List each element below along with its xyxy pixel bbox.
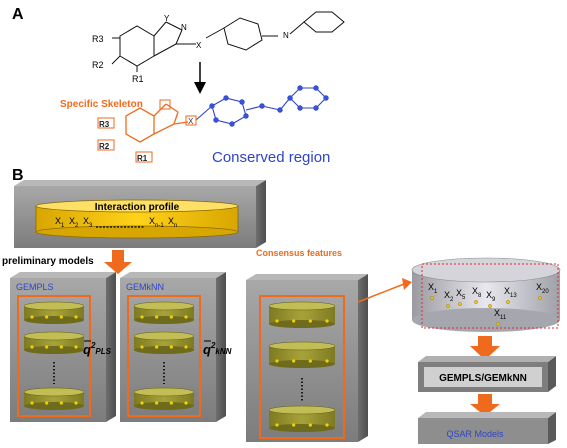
panel-a-label: A (12, 6, 24, 23)
arrow-to-consensus-set (357, 283, 405, 303)
final-model-label: GEMPLS/GEMkNN (439, 373, 527, 384)
qsar-models-label: QSAR Models (446, 429, 504, 439)
down-arrow-qsar (470, 394, 500, 416)
gempls-model-1 (23, 301, 85, 324)
skeleton-structure: X R3 R2 R1 (97, 85, 329, 163)
consensus-feature: X11 (494, 308, 507, 321)
consensus-feature: X8 (472, 286, 482, 299)
gemknn-title: GEMkNN (126, 282, 164, 292)
skeleton-atom-x: X (188, 117, 194, 126)
specific-skeleton-label: Specific Skeleton (60, 99, 143, 110)
consensus-set-cylinder (411, 257, 561, 332)
consensus-feature: X9 (486, 290, 496, 303)
consensus-feature: X2 (444, 290, 454, 303)
preliminary-models-label: preliminary models (2, 256, 94, 267)
svg-text:X1: X1 (55, 216, 65, 229)
atom-y: Y (164, 14, 170, 23)
atom-n: N (181, 23, 187, 32)
gempls-model-2 (23, 331, 85, 354)
consensus-feature-dot (458, 302, 462, 306)
consensus-feature: X5 (456, 288, 466, 301)
final-model-box (418, 356, 556, 392)
interaction-profile-title: Interaction profile (95, 202, 180, 213)
gemknn-model-2 (133, 331, 195, 354)
model-stacks (23, 301, 336, 432)
substituent-r2: R2 (92, 60, 104, 70)
consensus-feature: X1 (428, 282, 438, 295)
consensus-feature: X13 (504, 286, 517, 299)
consensus-feature-dot (496, 322, 500, 326)
qsar-models-box (418, 412, 556, 444)
molecule-structure (111, 11, 345, 72)
consensus-feature-dot (446, 304, 450, 308)
gempls-model-n (23, 387, 85, 410)
svg-text:Xn: Xn (168, 216, 177, 229)
profile-features: X1 X2 X3 Xn-1 Xn (55, 216, 177, 229)
down-arrow-final (470, 336, 500, 360)
consensus-model-1 (268, 301, 336, 328)
skeleton-r3: R3 (99, 120, 110, 129)
gemknn-model-1 (133, 301, 195, 324)
panel-b-label: B (12, 167, 24, 184)
consensus-feature-dot (506, 300, 510, 304)
consensus-feature-dot (430, 296, 434, 300)
consensus-feature-dot (538, 296, 542, 300)
conserved-region-label: Conserved region (212, 149, 330, 166)
svg-text:q2kNN: q2kNN (203, 341, 232, 357)
q2-pls-label: q2PLS (83, 340, 112, 357)
consensus-feature-dot (488, 304, 492, 308)
gempls-title: GEMPLS (16, 282, 54, 292)
consensus-feature-dot (474, 300, 478, 304)
consensus-features-label: Consensus features (256, 248, 342, 258)
down-arrow-profile (104, 250, 132, 274)
svg-text:X2: X2 (69, 216, 79, 229)
consensus-model-2 (268, 341, 336, 368)
q2-knn-label: q2kNN (203, 340, 232, 357)
svg-text:q2PLS: q2PLS (83, 341, 112, 357)
skeleton-r1: R1 (137, 154, 148, 163)
skeleton-r2: R2 (99, 142, 110, 151)
gemknn-model-n (133, 387, 195, 410)
svg-text:X3: X3 (83, 216, 93, 229)
consensus-feature: X20 (536, 282, 549, 295)
interaction-profile-box (14, 180, 266, 248)
atom-x: X (196, 41, 202, 50)
substituent-r1: R1 (132, 74, 144, 84)
svg-text:Xn-1: Xn-1 (149, 216, 164, 229)
substituent-r3: R3 (92, 34, 104, 44)
consensus-model-n (268, 405, 336, 432)
atom-n2: N (283, 31, 289, 40)
arrow-head (402, 278, 412, 290)
